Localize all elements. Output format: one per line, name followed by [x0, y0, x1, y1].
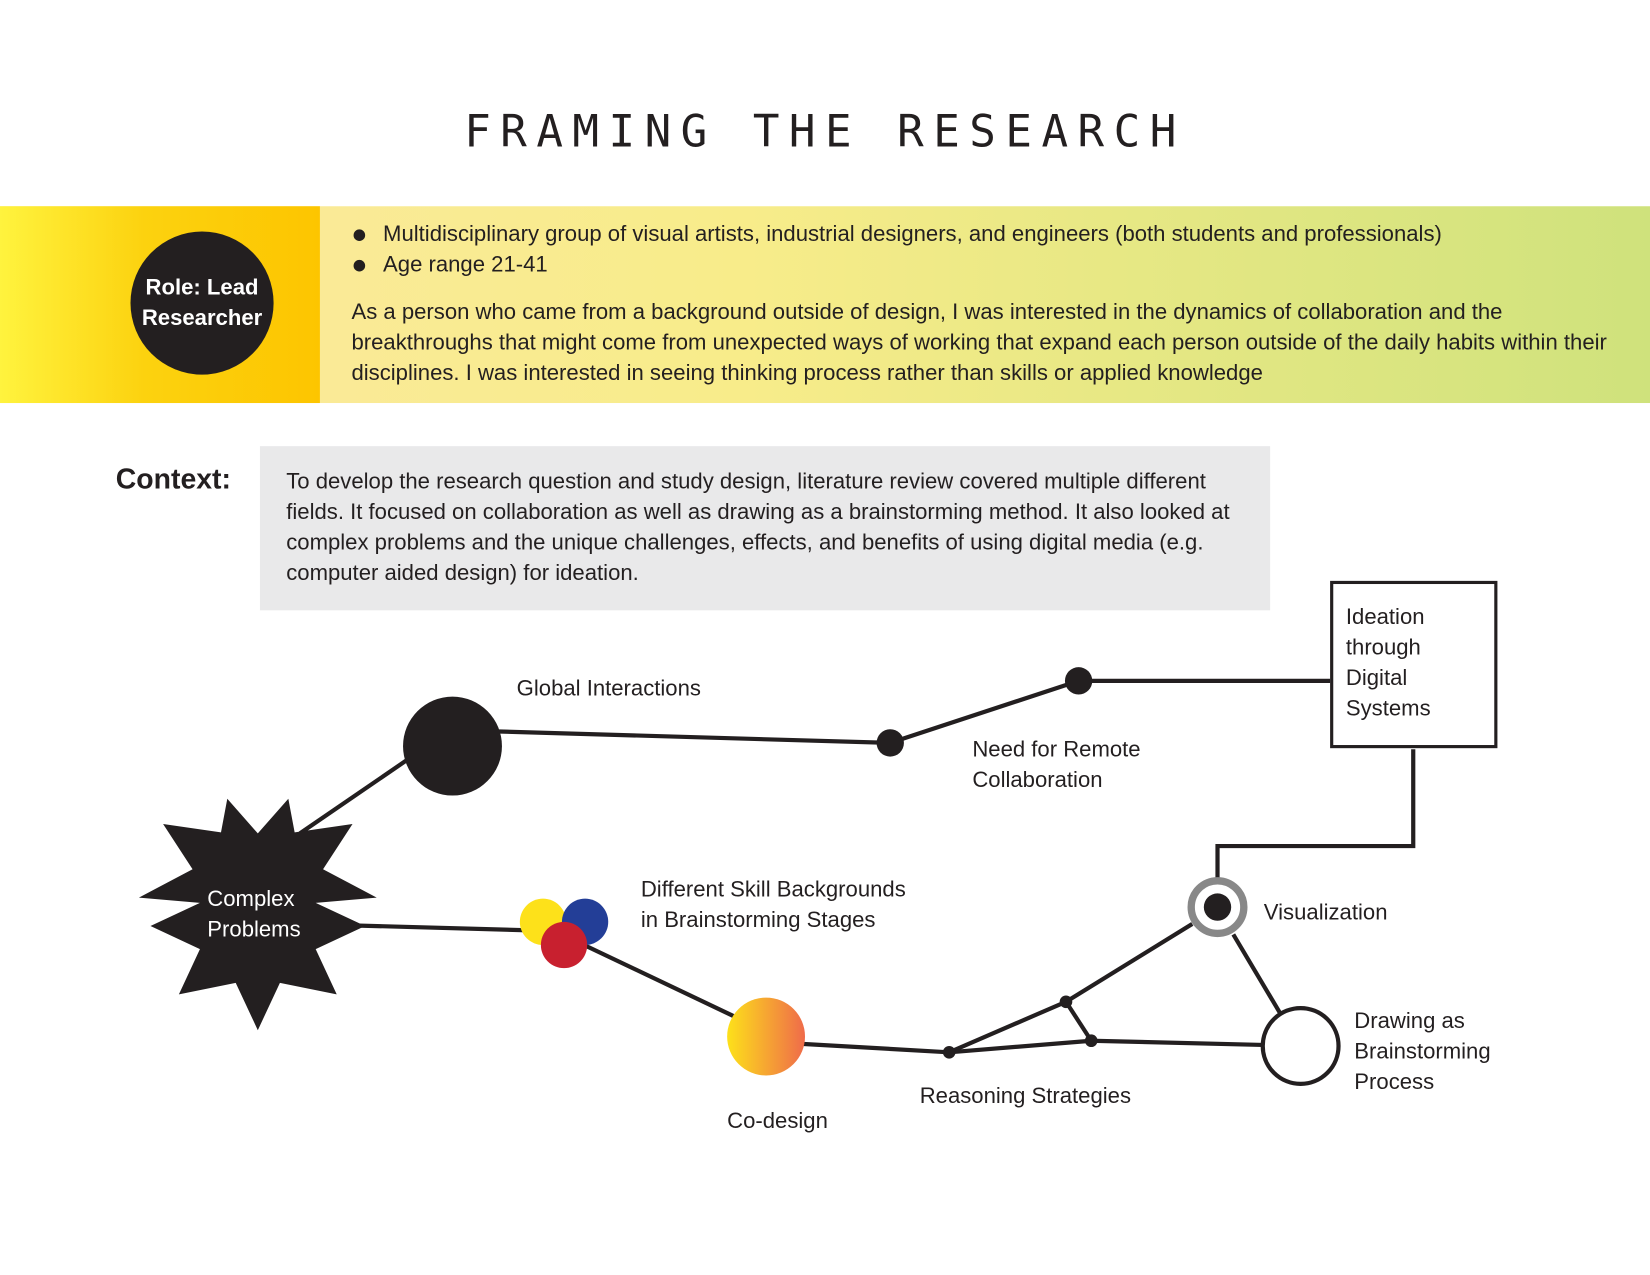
page-title: FRAMING THE RESEARCH: [464, 105, 1186, 157]
skill-circle-red: [540, 921, 588, 969]
intro-text: As a person who came from a background o…: [351, 299, 1607, 386]
label-line: Different Skill Backgrounds: [640, 877, 906, 902]
reasoning-label: Reasoning Strategies: [919, 1083, 1132, 1109]
label-line: Systems: [1345, 696, 1431, 721]
list-item: Age range 21-41: [351, 249, 1441, 280]
junction-dot: [942, 1045, 956, 1059]
codesign-label: Co-design: [727, 1109, 828, 1134]
participant-list: Multidisciplinary group of visual artist…: [351, 219, 1442, 280]
junction-dot: [1084, 1034, 1098, 1048]
junction-dot: [876, 729, 904, 757]
role-line-2: Researcher: [141, 306, 263, 331]
skill-backgrounds-label: Different Skill Backgrounds in Brainstorm…: [641, 874, 906, 935]
global-interactions-label: Global Interactions: [516, 676, 701, 701]
label-line: in Brainstorming Stages: [640, 908, 876, 933]
label-line: Brainstorming: [1354, 1039, 1491, 1064]
connector-lines: [298, 678, 1416, 1055]
junction-dot: [1059, 995, 1073, 1009]
role-line-1: Role: Lead: [145, 275, 259, 300]
visualization-label: Visualization: [1263, 900, 1388, 925]
global-interactions-node: [403, 696, 502, 796]
ideation-box: [1330, 580, 1498, 749]
visualization-dot: [1203, 893, 1232, 921]
label-line: Complex: [207, 887, 295, 912]
label-line: Drawing as: [1354, 1009, 1465, 1034]
label-line: Collaboration: [972, 768, 1103, 793]
ideation-label: Ideation through Digital Systems: [1346, 602, 1483, 724]
drawing-label: Drawing as Brainstorming Process: [1354, 1006, 1490, 1098]
context-label: Context:: [115, 463, 231, 495]
label-line: Digital: [1345, 666, 1408, 691]
context-text: To develop the research question and stu…: [286, 469, 1230, 586]
context-box: [259, 446, 1271, 611]
junction-dot: [1064, 667, 1093, 695]
label-line: Process: [1354, 1070, 1435, 1095]
label-line: Problems: [207, 917, 301, 942]
list-item: Multidisciplinary group of visual artist…: [351, 219, 1442, 250]
label-line: Ideation: [1345, 605, 1425, 630]
codesign-node: [727, 997, 806, 1076]
starburst-icon: [138, 798, 377, 1031]
label-line: through: [1345, 635, 1421, 660]
label-line: Need for Remote: [972, 737, 1141, 762]
drawing-node: [1260, 1005, 1341, 1086]
